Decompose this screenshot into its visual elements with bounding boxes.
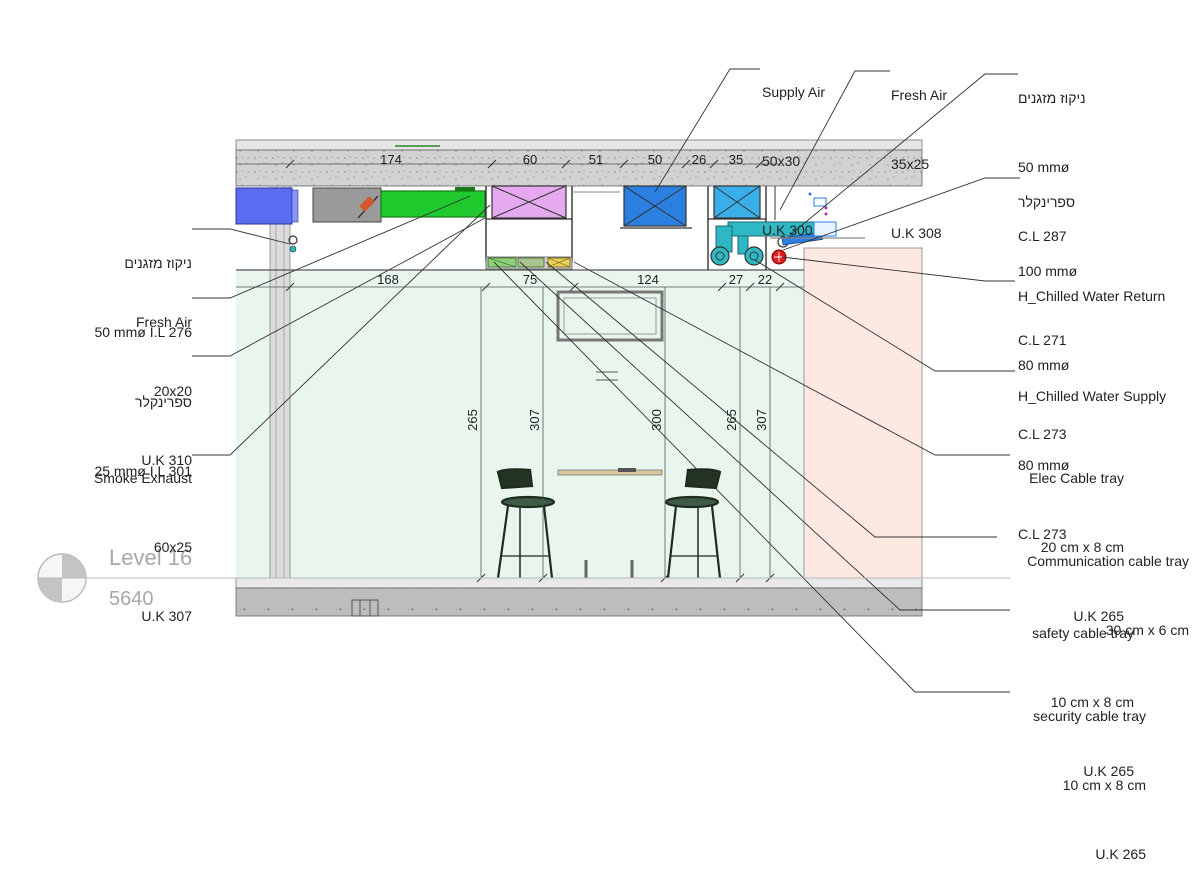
dimension-tick [569, 282, 579, 292]
callout-drain-top: ניקוז מזגנים 50 mmø C.L 287 [1018, 90, 1086, 244]
ceiling-dimension-label: 51 [589, 152, 603, 167]
dimension-tick [709, 159, 719, 169]
callout-chilled-water-supply: H_Chilled Water Supply 80 mmø C.L 273 [1018, 388, 1167, 542]
level-marker [37, 553, 1010, 603]
lower-dimension-label: 75 [523, 272, 537, 287]
dimension-tick [481, 282, 491, 292]
callout-sprinkler-right: ספרינקלר 100 mmø C.L 271 [1018, 194, 1078, 348]
dimension-tick [717, 282, 727, 292]
lower-dimension-label: 22 [758, 272, 772, 287]
section-drawing: 174 60 51 50 26 35 168 75 124 27 22 265 307 300 265 3… [37, 68, 1189, 862]
dimension-tick [745, 282, 755, 292]
chilled-water-return-pipe [744, 246, 764, 266]
ceiling-dimension-label: 35 [729, 152, 743, 167]
lower-dimension-string: 168 75 124 27 22 [285, 272, 785, 292]
dimension-tick [285, 282, 295, 292]
vertical-dimension-label: 307 [754, 409, 769, 431]
communication-cable-tray [517, 257, 545, 268]
bar-stool-left [496, 468, 556, 579]
fresh-air-duct-green [380, 190, 486, 218]
callout-sprinkler-left: ספרינקלר 25 mmø I.L 301 [94, 394, 192, 479]
vertical-dimension-label: 265 [724, 409, 739, 431]
chilled-water-supply-pipe [710, 246, 730, 266]
floor-slab-top [235, 577, 923, 589]
wall-frame [556, 290, 664, 342]
dimension-tick [755, 159, 765, 169]
floor-slab [235, 587, 923, 617]
lower-dimension-label: 124 [637, 272, 659, 287]
level-name: Level 16 [109, 545, 193, 570]
dimension-tick [619, 159, 629, 169]
callout-security-cable-tray: security cable tray 10 cm x 8 cm U.K 265 [1033, 708, 1146, 862]
ceiling-dimension-label: 60 [523, 152, 537, 167]
callout-supply-air: Supply Air 50x30 U.K 300 [762, 84, 826, 238]
callout-communication-cable-tray: Communication cable tray 30 cm x 6 cm [1027, 553, 1189, 638]
vertical-dimensions: 265 307 300 265 307 [465, 287, 775, 583]
ceiling-dimension-label: 50 [648, 152, 662, 167]
dimension-tick [285, 159, 295, 169]
lower-dimension-label: 168 [377, 272, 399, 287]
callout-fresh-air-left: Fresh Air 20x20 U.K 310 [135, 314, 192, 468]
dimension-tick [487, 159, 497, 169]
ceiling-dimension-label: 26 [692, 152, 706, 167]
callout-smoke-exhaust: Smoke Exhaust 60x25 U.K 307 [93, 470, 192, 624]
mep-section-svg: 174 60 51 50 26 35 168 75 124 27 22 265 307 300 265 3… [37, 68, 1020, 693]
wall-fill [803, 247, 923, 579]
dimension-tick [561, 159, 571, 169]
leader-lines [192, 68, 1020, 693]
fan-coil-unit [235, 187, 293, 225]
bar-stool-right [664, 468, 722, 579]
dimension-tick [775, 282, 785, 292]
ceiling-dimension-string: 174 60 51 50 26 35 [285, 152, 765, 169]
level-elevation: 5640 [109, 588, 154, 610]
ceiling-slab-concrete [235, 149, 923, 187]
callout-chilled-water-return: H_Chilled Water Return 80 mmø C.L 273 [1018, 288, 1166, 442]
column [269, 185, 291, 579]
lower-dimension-label: 27 [729, 272, 743, 287]
callout-elec-cable-tray: Elec Cable tray 20 cm x 8 cm U.K 265 [1029, 470, 1124, 624]
ceiling-dimension-label: 174 [380, 152, 402, 167]
callout-drain-left: ניקוז מזגנים 50 mmø I.L 276 [94, 255, 192, 340]
vertical-dimension-label: 265 [465, 409, 480, 431]
vertical-dimension-label: 307 [527, 409, 542, 431]
table [557, 469, 663, 476]
vertical-dimension-label: 300 [649, 409, 664, 431]
callout-fresh-air-top: Fresh Air 35x25 U.K 308 [891, 87, 948, 241]
dimension-tick [681, 159, 691, 169]
